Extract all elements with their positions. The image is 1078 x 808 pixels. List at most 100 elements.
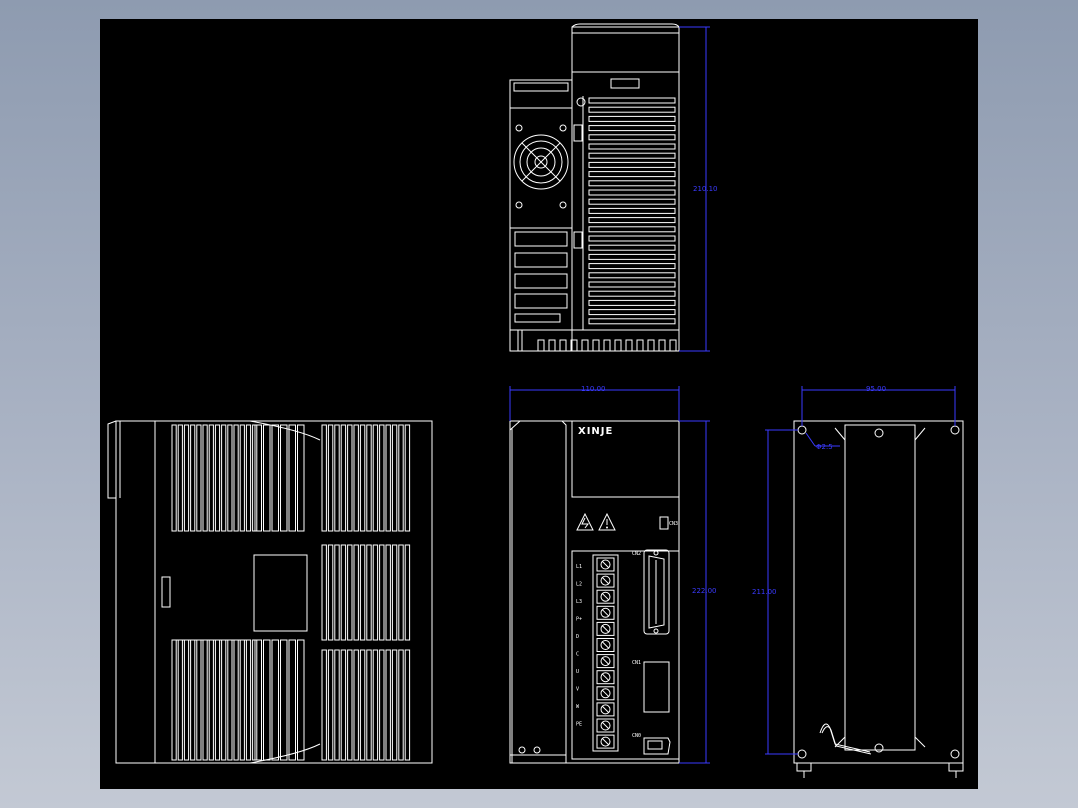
dim-label-95: 95.00 [866, 385, 886, 393]
db-connector: CN2 [632, 549, 670, 635]
vent-slat [588, 244, 676, 251]
base-tooth [614, 339, 622, 352]
base-tooth [559, 339, 567, 352]
terminal-screw-slot [601, 576, 610, 585]
terminal-screw-slot [601, 737, 610, 746]
vent-slat [588, 152, 676, 159]
terminal-screw-box [596, 718, 615, 733]
dim-label-222: 222.00 [692, 587, 717, 595]
side-slat [214, 424, 221, 532]
side-slat [347, 649, 353, 761]
terminal-screw-box [596, 686, 615, 701]
terminal-label: L2 [576, 582, 582, 588]
side-slat [366, 544, 372, 641]
side-slat [366, 649, 372, 761]
terminal-screw-box [596, 670, 615, 685]
side-slat [353, 544, 359, 641]
terminal-screw [600, 591, 611, 602]
side-slat [359, 424, 366, 532]
vent-slat [588, 171, 676, 178]
side-slat [398, 424, 404, 532]
base-tooth [669, 339, 677, 352]
vent-slat [588, 272, 676, 279]
side-slat [334, 544, 340, 641]
side-slat [202, 424, 208, 532]
side-slat [385, 424, 391, 532]
side-view [107, 420, 433, 764]
vent-slat [588, 217, 676, 224]
side-slat [327, 424, 334, 532]
side-slat [254, 639, 262, 761]
terminal-screw-slot [601, 705, 610, 714]
side-slat [183, 424, 190, 532]
side-slat [385, 649, 391, 761]
side-slat [379, 544, 385, 641]
dim-label-110: 110.00 [581, 385, 606, 393]
base-tooth [592, 339, 600, 352]
top-view: 210.10 [509, 23, 718, 352]
side-slat [340, 424, 347, 532]
base-tooth [581, 339, 589, 352]
base-tooth [658, 339, 666, 352]
vent-slat [588, 115, 676, 122]
side-slat [245, 424, 252, 532]
side-slat [327, 649, 334, 761]
side-slat [353, 649, 359, 761]
side-slat [227, 424, 233, 532]
side-slat [288, 424, 296, 532]
mounting-view: 95.00 211.00 Φ2.5 [752, 385, 964, 778]
vent-slat [588, 253, 676, 260]
side-slat [347, 424, 353, 532]
terminal-screw-box [596, 589, 615, 604]
terminal-screw-slot [601, 721, 610, 730]
terminal-screw-slot [601, 560, 610, 569]
vent-slat [588, 290, 676, 297]
terminal-screw-slot [601, 673, 610, 682]
side-slat [271, 639, 279, 761]
terminal-screw [600, 640, 611, 650]
side-slat [366, 424, 372, 532]
terminal-screw [600, 575, 611, 586]
side-slat [280, 424, 288, 532]
vent-slat [588, 318, 676, 325]
dim-label-211: 211.00 [752, 588, 777, 596]
terminal-label: V [576, 687, 579, 693]
base-tooth [625, 339, 633, 352]
side-slat [391, 544, 398, 641]
side-slat [340, 544, 347, 641]
top-view-vent-slats [588, 97, 676, 325]
side-slat [288, 639, 296, 761]
vent-slat [588, 299, 676, 306]
side-slat [379, 424, 385, 532]
vent-slat [588, 235, 676, 242]
terminal-screw-slot [601, 625, 610, 633]
vent-slat [588, 263, 676, 270]
terminal-screw-box [596, 557, 615, 572]
terminal-screw [600, 672, 611, 683]
terminal-label: L1 [576, 564, 582, 570]
vent-slat [588, 180, 676, 187]
base-tooth [636, 339, 644, 352]
terminal-screw [600, 559, 611, 570]
side-slat [391, 424, 398, 532]
side-slat [190, 639, 196, 761]
terminal-screw [600, 688, 611, 699]
side-slat [353, 424, 359, 532]
terminal-block [596, 557, 615, 749]
dim-front-width: 110.00 [509, 385, 680, 421]
base-tooth [548, 339, 556, 352]
vent-slat [588, 226, 676, 233]
vent-slat [588, 143, 676, 150]
side-slat [359, 649, 366, 761]
dim-hole: Φ2.5 [805, 432, 840, 451]
terminal-screw-box [596, 573, 615, 588]
terminal-screw-box [596, 638, 615, 652]
dim-front-height: 222.00 [679, 420, 717, 764]
side-slat [372, 424, 379, 532]
svg-text:CN2: CN2 [632, 551, 641, 557]
vent-slat [588, 97, 676, 104]
terminal-label: U [576, 669, 579, 675]
terminal-label: W [576, 704, 580, 710]
